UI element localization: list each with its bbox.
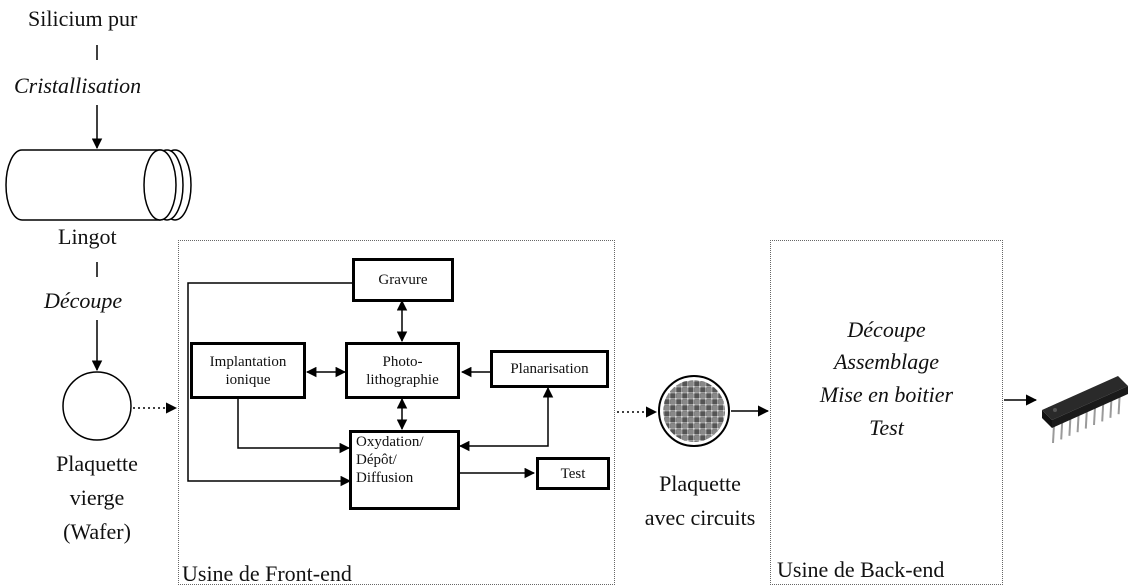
photolithography-box: Photo- lithographie [345,342,460,399]
oxydation-label-line2: Dépôt/ [356,452,397,468]
back-end-title: Usine de Back-end [777,557,945,582]
blank-wafer-label-line3: (Wafer) [63,519,131,544]
patterned-wafer-label-line1: Plaquette [659,471,741,496]
back-end-step-cutting: Découpe [847,317,926,342]
photo-label-line1: Photo- [382,353,423,370]
raw-silicon-label: Silicium pur [28,6,138,31]
front-end-region [178,240,615,585]
blank-wafer-label-line2: vierge [69,485,125,510]
patterned-wafer-icon [658,375,730,447]
cutting-step-label: Découpe [44,288,123,313]
blank-wafer-icon [62,371,132,441]
photo-label-line2: lithographie [366,371,439,388]
test-box: Test [536,457,610,490]
implantation-label-line2: ionique [225,371,271,388]
back-end-region [770,240,1003,585]
ingot-icon [5,149,192,221]
crystallization-step-label: Cristallisation [14,73,142,98]
oxydation-box: Oxydation/ Dépôt/ Diffusion [349,430,460,510]
implantation-box: Implantation ionique [190,342,306,399]
ingot-label: Lingot [58,224,117,249]
patterned-wafer-label-line2: avec circuits [644,505,756,530]
planarisation-box: Planarisation [490,350,609,388]
back-end-step-packaging: Mise en boitier [819,382,954,407]
arrow-oxydation-planarisation [458,386,554,452]
back-end-step-test: Test [869,415,904,440]
implantation-label-line1: Implantation [209,353,287,370]
planarisation-label: Planarisation [510,361,589,377]
oxydation-label-line3: Diffusion [356,470,414,486]
ic-chip-icon [1042,376,1128,444]
front-end-title: Usine de Front-end [182,561,352,586]
blank-wafer-label-line1: Plaquette [56,451,138,476]
arrow-implantation-oxydation [237,398,351,454]
oxydation-label-line1: Oxydation/ [356,434,424,450]
back-end-step-assembly: Assemblage [833,349,940,374]
gravure-box: Gravure [352,258,454,302]
loop-gravure-to-oxydation [187,282,352,487]
gravure-label: Gravure [378,272,428,288]
test-label: Test [560,465,586,482]
